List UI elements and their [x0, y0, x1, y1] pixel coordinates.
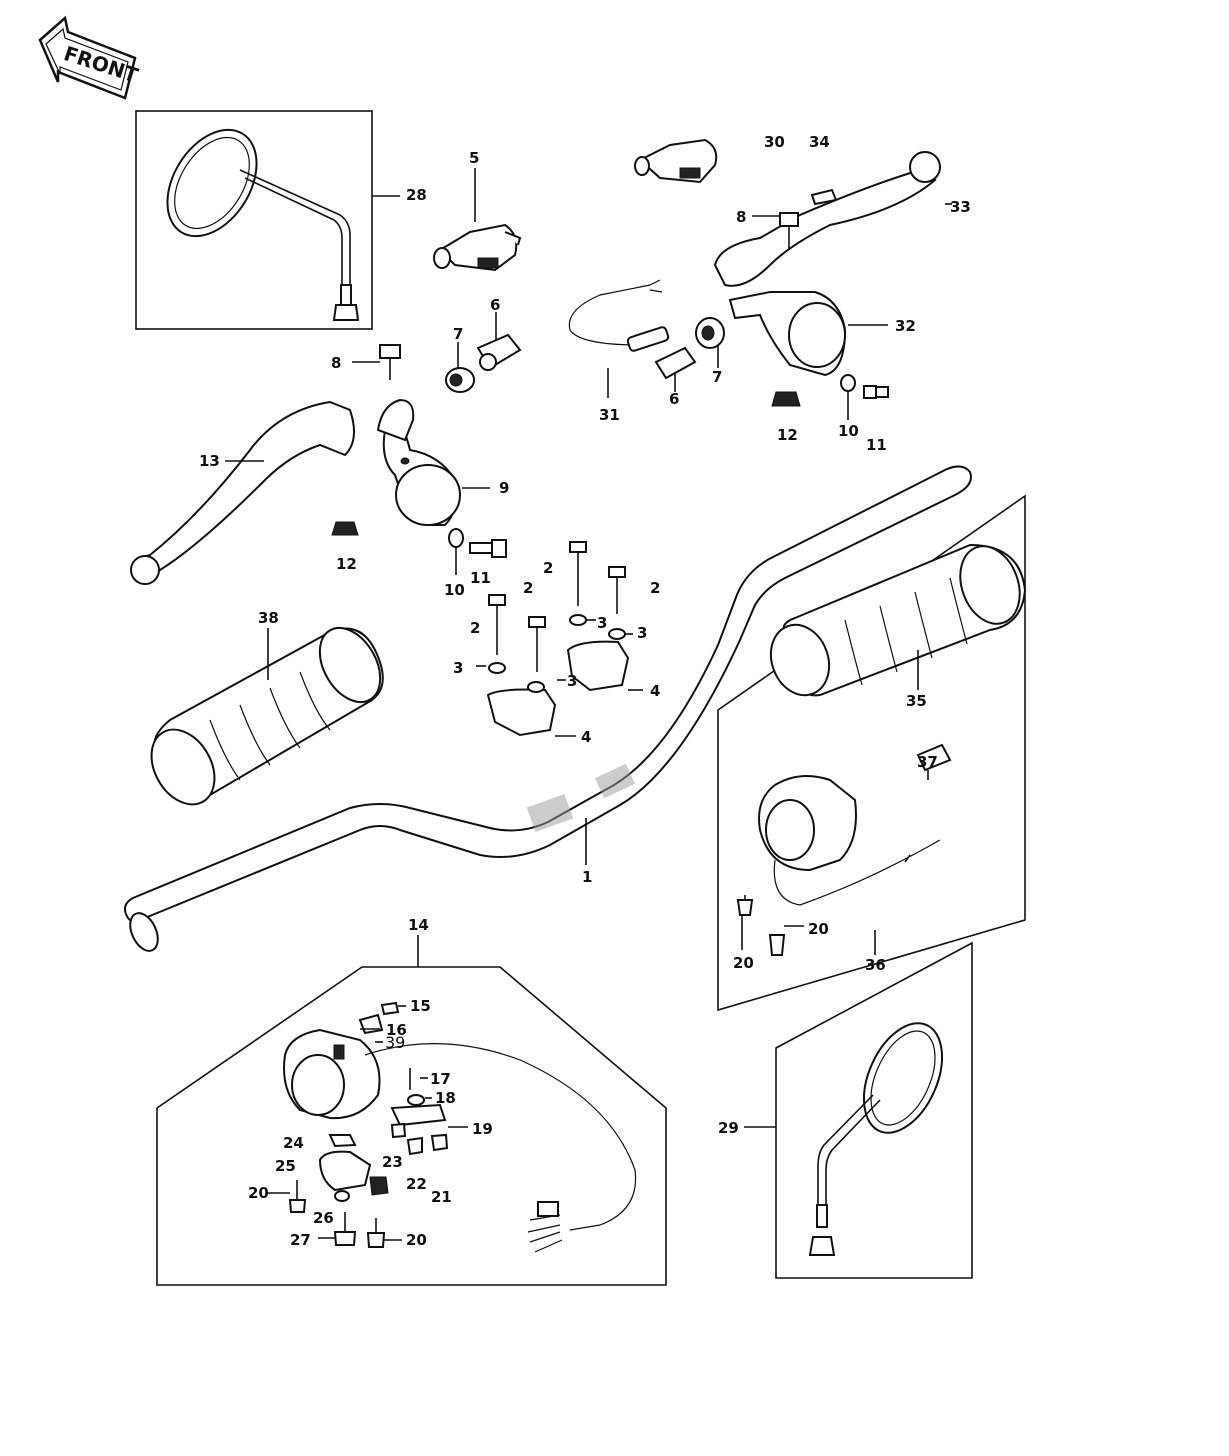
callout-8: 8 — [736, 208, 746, 226]
switch-5 — [433, 168, 522, 272]
callout-20: 20 — [406, 1231, 427, 1249]
callout-16: 16 — [386, 1021, 407, 1039]
callout-13: 13 — [199, 452, 220, 470]
callout-6: 6 — [669, 390, 679, 408]
callout-34: 34 — [809, 133, 830, 151]
callout-2: 2 — [470, 619, 480, 637]
callout-26: 26 — [313, 1209, 334, 1227]
adjuster-6-7-right — [654, 317, 725, 392]
callout-35: 35 — [906, 692, 927, 710]
callout-14: 14 — [408, 916, 429, 934]
handlebar-clamps — [476, 541, 643, 737]
callout-29: 29 — [718, 1119, 739, 1137]
callout-4: 4 — [581, 728, 591, 746]
callout-7: 7 — [712, 368, 722, 386]
mirror-29-group — [744, 941, 973, 1279]
master-cylinder-32 — [728, 291, 888, 377]
callout-30: 30 — [764, 133, 785, 151]
callout-5: 5 — [469, 149, 479, 167]
clutch-holder — [376, 398, 461, 526]
callout-10: 10 — [444, 581, 465, 599]
throttle-box-36 — [717, 494, 1027, 1012]
callout-32: 32 — [895, 317, 916, 335]
callout-19: 19 — [472, 1120, 493, 1138]
callout-37: 37 — [917, 753, 938, 771]
callout-3: 3 — [567, 672, 577, 690]
mirror-28-group — [135, 110, 400, 330]
callout-20: 20 — [733, 954, 754, 972]
brake-light-switch-31 — [568, 279, 670, 398]
callout-2: 2 — [543, 559, 553, 577]
callout-11: 11 — [470, 569, 491, 587]
callout-15: 15 — [410, 997, 431, 1015]
callout-4: 4 — [650, 682, 660, 700]
brake-switch-30 — [634, 138, 718, 184]
handlebar — [123, 465, 972, 952]
callout-25: 25 — [275, 1157, 296, 1175]
grip-left-38 — [150, 627, 384, 806]
callout-10: 10 — [838, 422, 859, 440]
callout-33: 33 — [950, 198, 971, 216]
callout-7: 7 — [453, 325, 463, 343]
callout-20: 20 — [808, 920, 829, 938]
callout-18: 18 — [435, 1089, 456, 1107]
adjuster-6-7-left — [445, 312, 522, 393]
mirror-28-box — [135, 110, 373, 330]
callout-39: 39 — [385, 1033, 405, 1052]
callout-31: 31 — [599, 406, 620, 424]
callout-labels: 1 2 2 2 2 3 3 3 3 4 4 5 6 6 7 7 8 8 9 10… — [199, 133, 971, 1249]
callout-12: 12 — [777, 426, 798, 444]
callout-36: 36 — [865, 956, 886, 974]
callout-24: 24 — [283, 1134, 304, 1152]
callout-17: 17 — [430, 1070, 451, 1088]
callout-11: 11 — [866, 436, 887, 454]
callout-22: 22 — [406, 1175, 427, 1193]
bolt-8-left — [352, 344, 401, 380]
front-arrow-icon: FRONT — [38, 15, 141, 100]
callout-21: 21 — [431, 1188, 452, 1206]
callout-9: 9 — [499, 479, 509, 497]
callout-6: 6 — [490, 296, 500, 314]
callout-2: 2 — [650, 579, 660, 597]
switch-box-14 — [156, 935, 667, 1286]
callout-1: 1 — [582, 868, 592, 886]
callout-2: 2 — [523, 579, 533, 597]
callout-3: 3 — [453, 659, 463, 677]
callout-27: 27 — [290, 1231, 311, 1249]
brake-lever — [713, 168, 937, 287]
clutch-lever — [134, 400, 355, 580]
callout-20: 20 — [248, 1184, 269, 1202]
callout-12: 12 — [336, 555, 357, 573]
callout-23: 23 — [382, 1153, 403, 1171]
callout-3: 3 — [637, 624, 647, 642]
callout-8: 8 — [331, 354, 341, 372]
callout-28: 28 — [406, 186, 427, 204]
callout-3: 3 — [597, 614, 607, 632]
callout-38: 38 — [258, 609, 279, 627]
